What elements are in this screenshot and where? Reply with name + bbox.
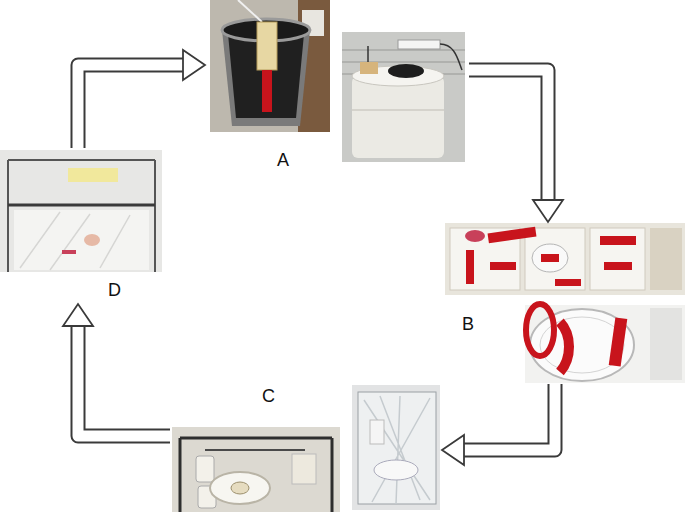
photo-bucket: [210, 0, 330, 132]
arrow-outline: [463, 384, 555, 450]
photo-cage-part: [180, 437, 332, 440]
photo-trays-part: [490, 262, 516, 270]
photo-trays-part: [466, 250, 474, 284]
photo-container-part: [388, 64, 424, 78]
photo-net-cage-part: [20, 212, 130, 270]
photo-netted-cage-part: [358, 392, 436, 504]
photo-cage-part: [231, 482, 249, 494]
photo-net-cage-part: [8, 204, 155, 207]
photo-container-part: [352, 109, 444, 111]
cycle-arrow: [63, 304, 170, 436]
photo-bucket-part: [210, 0, 330, 132]
photo-cage-part: [196, 456, 214, 482]
photo-net-cage: [0, 150, 162, 272]
photo-trays: [445, 223, 685, 295]
stage-panel: C: [170, 386, 442, 513]
photo-containers-part: [525, 305, 685, 383]
photo-containers-part: [560, 322, 569, 372]
photo-trays-part: [604, 262, 632, 270]
arrow-body: [78, 65, 184, 148]
photo-trays-part: [488, 227, 537, 244]
photo-container-part: [360, 62, 378, 74]
photo-netted-cage-part: [374, 460, 418, 480]
photo-cage-part: [179, 438, 182, 512]
arrow-head: [533, 200, 563, 222]
photo-containers-part: [526, 304, 554, 356]
photo-net-cage-part: [0, 150, 162, 272]
photo-bucket-part: [262, 70, 272, 112]
stage-panel: A: [205, 0, 469, 172]
photo-trays-part: [650, 228, 682, 290]
photo-container-part: [352, 76, 444, 158]
stage-letter: D: [108, 280, 121, 300]
photo-net-cage-part: [84, 234, 100, 246]
arrow-body: [78, 325, 170, 436]
cycle-arrow: [469, 70, 563, 222]
stage-letter: A: [277, 150, 289, 170]
photo-bucket-part: [257, 22, 277, 70]
photo-cage-part: [331, 438, 334, 512]
photo-container: [342, 32, 465, 162]
arrow-outline: [469, 70, 548, 201]
photo-net-cage-part: [14, 210, 149, 270]
arrow-head: [63, 304, 93, 326]
photo-net-cage-part: [7, 160, 9, 272]
photo-netted-cage-part: [364, 396, 430, 504]
photo-trays-part: [590, 228, 645, 290]
photo-net-cage-part: [154, 160, 156, 272]
cycle-arrow: [442, 384, 555, 465]
photo-trays-part: [541, 254, 559, 262]
photo-trays-part: [555, 279, 581, 286]
photo-net-cage-part: [8, 159, 155, 161]
arrow-head: [442, 435, 464, 465]
photo-containers-part: [530, 309, 634, 381]
stage-panel: D: [0, 148, 166, 304]
photo-containers: [525, 304, 685, 383]
photo-container-part: [367, 46, 369, 62]
photo-container-part: [398, 40, 440, 49]
photo-netted-cage-part: [370, 420, 384, 444]
photo-cage-part: [210, 472, 270, 504]
photo-trays-part: [525, 228, 585, 290]
arrow-outline: [78, 325, 170, 436]
photo-net-cage-part: [62, 250, 76, 254]
stage-panel: B: [443, 222, 685, 384]
photo-container-part: [440, 44, 462, 70]
arrow-outline: [78, 65, 184, 148]
photo-trays-part: [600, 236, 636, 245]
photo-bucket-part: [238, 0, 262, 22]
photo-container-part: [342, 32, 465, 162]
photo-containers-part: [609, 317, 628, 366]
photo-trays-part: [532, 244, 568, 272]
cycle-arrow: [78, 50, 205, 148]
photo-trays-part: [445, 223, 685, 295]
photo-cage-part: [172, 427, 340, 512]
photo-containers-part: [650, 308, 682, 380]
photo-cage-part: [205, 449, 305, 451]
photo-trays-part: [465, 230, 485, 242]
photo-net-cage-part: [68, 168, 118, 182]
arrow-body: [469, 70, 548, 201]
photo-cage: [172, 427, 340, 512]
stage-letter: C: [262, 386, 275, 406]
arrow-head: [183, 50, 205, 80]
photo-netted-cage-part: [352, 385, 440, 510]
stage-letter: B: [462, 314, 474, 334]
arrow-body: [463, 384, 555, 450]
photo-netted-cage: [352, 385, 440, 510]
photo-cage-part: [292, 454, 316, 484]
